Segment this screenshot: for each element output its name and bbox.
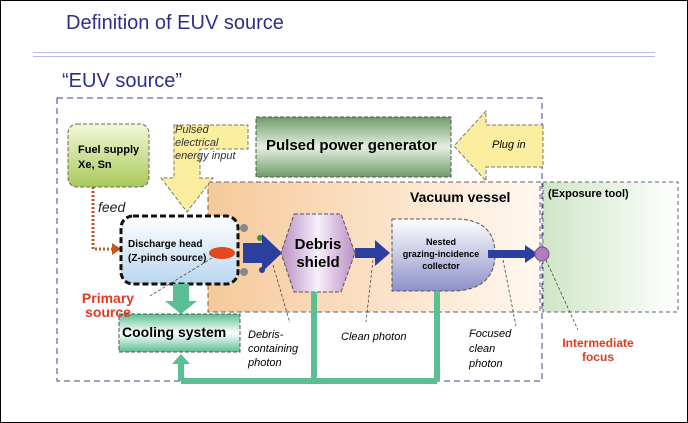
pulsed-input-arrow: [159, 124, 249, 213]
primary-source-line1: Primary: [81, 290, 135, 306]
feed-arrowhead: [112, 243, 121, 255]
intermediate-focus-point: [534, 246, 550, 262]
pulsed-input-line1: Pulsed: [175, 124, 209, 136]
section-subtitle: “EUV source”: [62, 70, 183, 92]
focused-photon-label: Focused clean photon: [469, 327, 511, 372]
plug-in-label: Plug in: [492, 139, 526, 151]
debris-photon-line1: Debris-: [248, 329, 284, 341]
pulsed-power-generator-label: Pulsed power generator: [266, 137, 437, 154]
cooling-system-box: [118, 313, 241, 353]
slide-title: Definition of EUV source: [66, 12, 284, 34]
debris-shield-line2: shield: [296, 254, 340, 271]
debris-particle: [257, 235, 263, 241]
discharge-head-line2: (Z-pinch source): [128, 253, 207, 264]
intermediate-focus-label: Intermediate focus: [553, 336, 643, 364]
photon-arrow-1: [243, 234, 282, 272]
fuel-supply-box: [67, 123, 150, 188]
leader-debris-photon: [272, 264, 291, 324]
debris-photon-label: Debris- containing photon: [248, 328, 298, 370]
photon-arrow-3: [488, 245, 538, 263]
collector-line3: collector: [422, 261, 460, 271]
debris-photon-line2: containing: [248, 343, 299, 355]
debris-particle: [240, 224, 248, 232]
photon-arrow-2: [355, 240, 390, 266]
debris-particle: [240, 268, 248, 276]
focused-photon-line3: photon: [469, 358, 503, 370]
vacuum-vessel-label: Vacuum vessel: [410, 189, 511, 205]
clean-photon-label: Clean photon: [341, 331, 407, 343]
collector-label: Nested grazing-incidence collector: [393, 236, 489, 272]
title-divider-top: [33, 52, 655, 53]
feed-label: feed: [98, 199, 126, 215]
exposure-tool-label: (Exposure tool): [548, 188, 629, 200]
plug-in-arrow: [453, 109, 544, 183]
leader-primary-source: [149, 257, 213, 297]
pulsed-power-generator-box: [255, 116, 452, 178]
debris-photon-line3: photon: [248, 357, 282, 369]
primary-source-label: Primary source: [78, 291, 138, 319]
intermediate-focus-line1: Intermediate: [562, 336, 634, 350]
coolant-arrow-down: [165, 284, 197, 314]
debris-shield-label: Debris shield: [294, 236, 342, 272]
coolant-pipe: [181, 291, 440, 384]
pulsed-input-line2: electrical: [175, 137, 219, 149]
leader-clean-photon: [365, 259, 374, 323]
intermediate-focus-line2: focus: [581, 350, 614, 364]
debris-shield: [280, 213, 356, 293]
fuel-supply-line1: Fuel supply: [78, 144, 140, 156]
leader-focused-photon: [502, 259, 517, 327]
title-divider-bottom: [33, 56, 655, 57]
pulsed-input-line3: energy input: [175, 150, 236, 162]
cooling-system-label: Cooling system: [122, 324, 227, 340]
coolant-arrow-up: [172, 354, 190, 364]
feed-line: [91, 187, 112, 251]
fuel-supply-line2: Xe, Sn: [78, 159, 112, 171]
collector-line2: grazing-incidence: [402, 249, 480, 259]
pulsed-input-label: Pulsed electrical energy input: [175, 124, 236, 163]
exposure-tool-region: [542, 181, 679, 313]
plasma-spot: [209, 247, 235, 259]
fuel-supply-label: Fuel supply Xe, Sn: [78, 143, 139, 173]
primary-source-line2: source: [85, 304, 131, 320]
discharge-head-label: Discharge head (Z-pinch source): [128, 238, 206, 266]
debris-shield-line1: Debris: [294, 236, 342, 253]
discharge-head-line1: Discharge head: [128, 239, 203, 250]
focused-photon-line2: clean: [469, 343, 496, 355]
leader-intermediate-focus: [545, 259, 579, 331]
focused-photon-line1: Focused: [469, 328, 512, 340]
collector-line1: Nested: [425, 237, 456, 247]
